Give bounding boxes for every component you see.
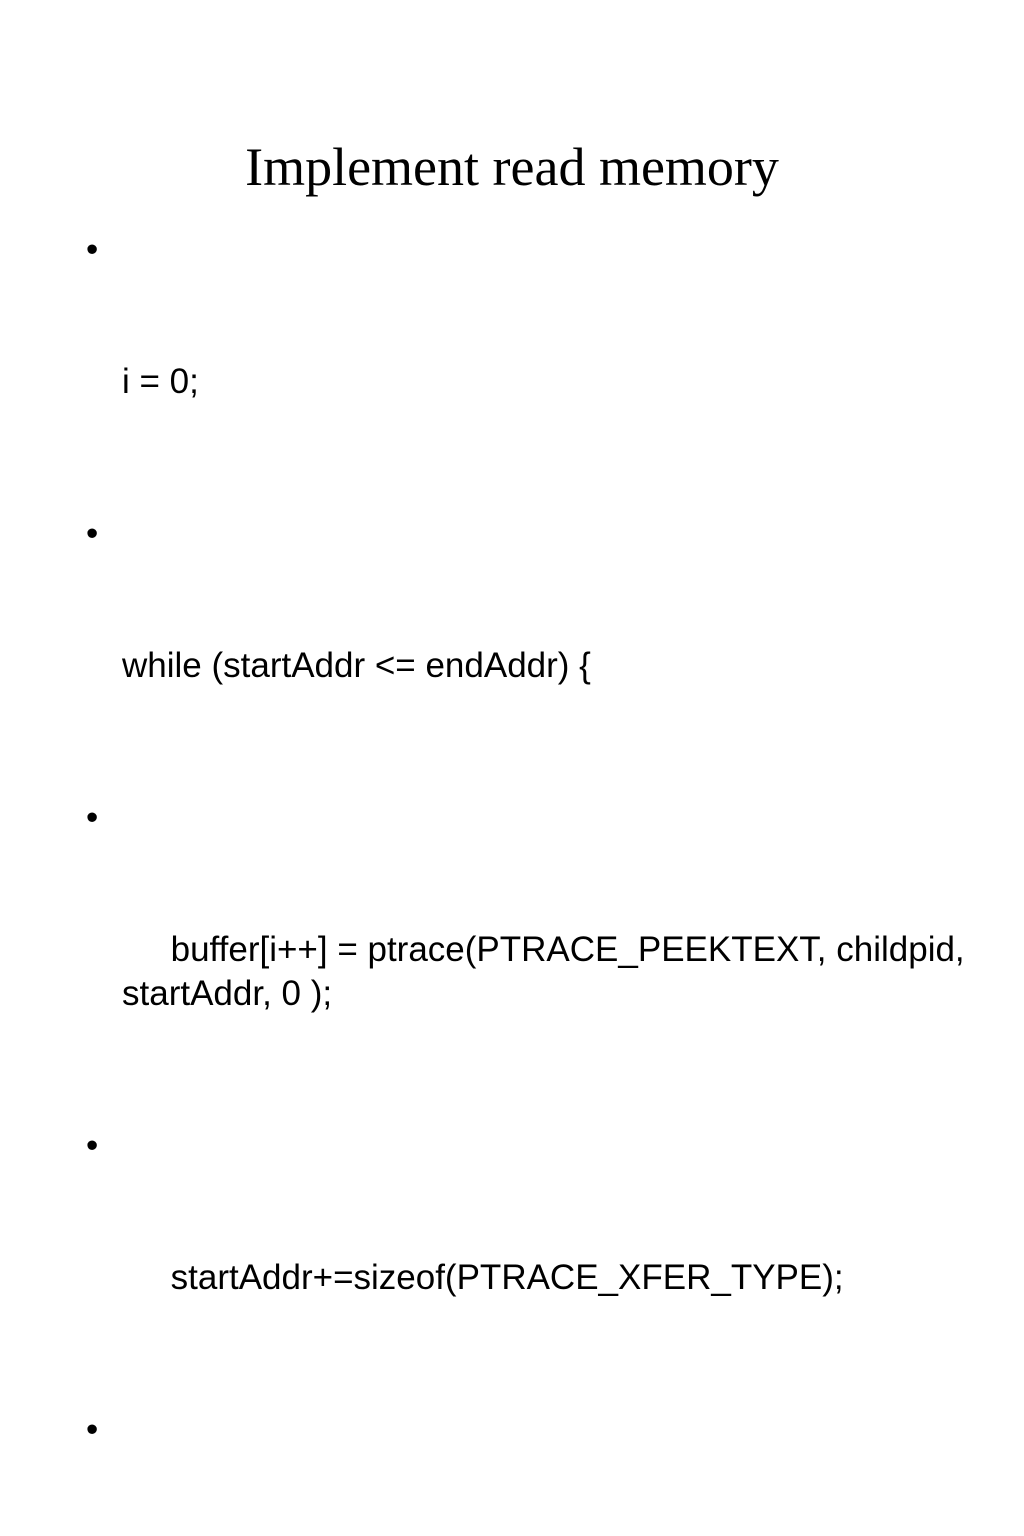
list-item-label: while (startAddr <= endAddr) { bbox=[122, 646, 591, 685]
bullet-icon: • bbox=[86, 798, 99, 837]
list-item[interactable]: • } bbox=[84, 1408, 984, 1536]
list-item[interactable]: • i = 0; bbox=[84, 228, 984, 492]
bullet-icon: • bbox=[86, 1410, 99, 1449]
bullet-list: • i = 0; • while (startAddr <= endAddr) … bbox=[84, 228, 984, 1536]
list-item[interactable]: • startAddr+=sizeof(PTRACE_XFER_TYPE); bbox=[84, 1124, 984, 1388]
list-item[interactable]: • buffer[i++] = ptrace(PTRACE_PEEKTEXT, … bbox=[84, 796, 984, 1104]
bullet-icon: • bbox=[86, 514, 99, 553]
list-item[interactable]: • while (startAddr <= endAddr) { bbox=[84, 512, 984, 776]
page-title: Implement read memory bbox=[245, 137, 779, 198]
list-item-label: i = 0; bbox=[122, 362, 199, 401]
list-item-label: startAddr+=sizeof(PTRACE_XFER_TYPE); bbox=[122, 1258, 844, 1297]
bullet-icon: • bbox=[86, 230, 99, 269]
bullet-icon: • bbox=[86, 1126, 99, 1165]
list-item-label: buffer[i++] = ptrace(PTRACE_PEEKTEXT, ch… bbox=[122, 930, 975, 1013]
presentation-slide: Implement read memory • i = 0; • while (… bbox=[86, 137, 965, 1449]
